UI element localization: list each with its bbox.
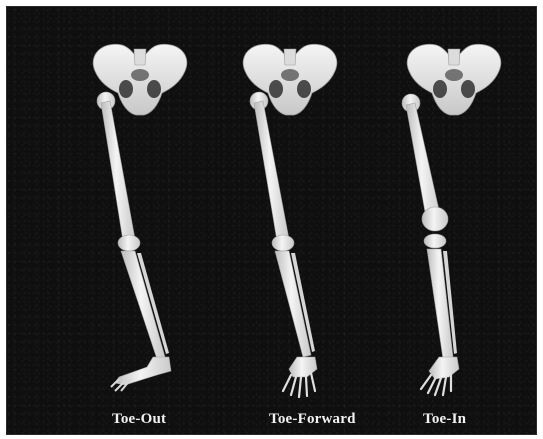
skeleton-illustration (7, 7, 537, 435)
label-toe-in: Toe-In (423, 411, 466, 428)
skeleton-toe-out (93, 44, 187, 391)
figure-frame: Toe-Out Toe-Forward Toe-In (6, 6, 537, 435)
label-toe-out: Toe-Out (112, 411, 166, 428)
label-toe-forward: Toe-Forward (269, 411, 356, 428)
skeleton-toe-forward (243, 44, 337, 397)
skeleton-toe-in (402, 44, 501, 395)
